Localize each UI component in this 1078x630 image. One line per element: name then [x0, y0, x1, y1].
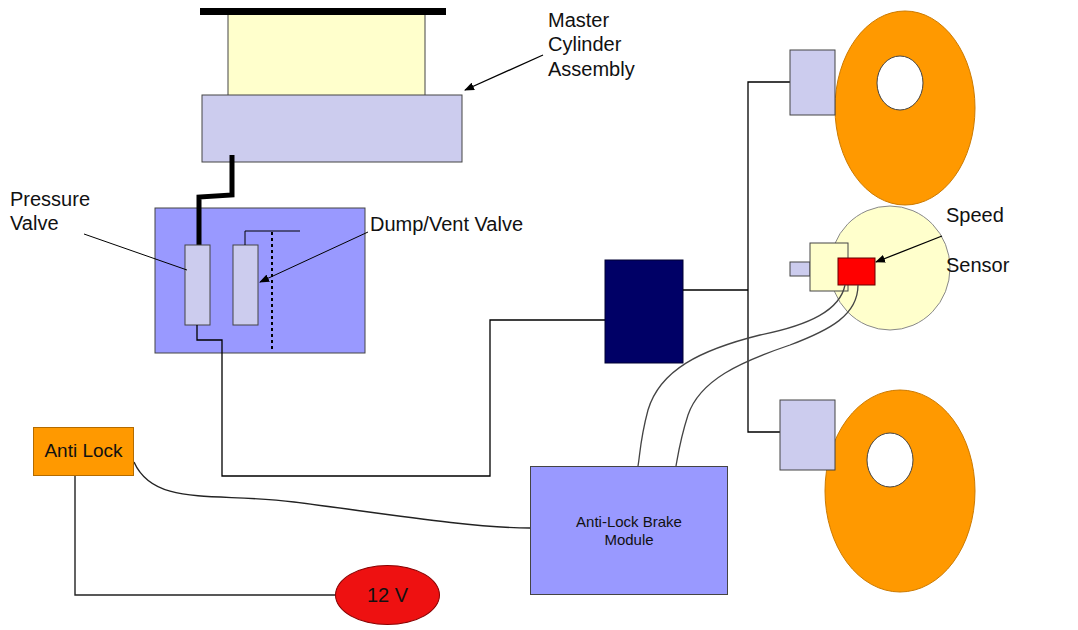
- switch-box: Anti Lock: [33, 427, 134, 476]
- brake-caliper: [780, 400, 835, 470]
- disc-hub: [877, 56, 923, 110]
- part-label: Dump/Vent Valve: [370, 212, 523, 236]
- brake-disc: [835, 11, 975, 205]
- hydraulic-line: [199, 155, 232, 247]
- valve-block: [155, 208, 365, 353]
- wire: [134, 462, 530, 528]
- reservoir-cap: [200, 8, 446, 15]
- leader-line: [84, 234, 187, 270]
- part-label: Sensor: [946, 253, 1009, 277]
- node-text: 12 V: [367, 583, 408, 607]
- sensor-mount: [790, 262, 810, 276]
- dump-valve: [233, 245, 258, 325]
- part-label: Pressure Valve: [10, 187, 100, 236]
- brake-disc: [825, 390, 975, 592]
- part-label: Master Cylinder Assembly: [548, 8, 658, 81]
- module-box: Anti-Lock Brake Module: [530, 466, 728, 595]
- leader-arrow: [260, 232, 368, 282]
- brake-line: [748, 82, 790, 432]
- sensor-wire: [676, 285, 858, 466]
- leader-arrow: [465, 55, 543, 90]
- node-text: Anti-Lock Brake Module: [564, 513, 694, 549]
- sensor-wire: [638, 285, 845, 466]
- pressure-valve: [185, 245, 210, 325]
- node-text: Anti Lock: [44, 440, 122, 463]
- brake-caliper: [790, 50, 835, 115]
- brake-line: [683, 289, 748, 290]
- leader-arrow: [876, 236, 942, 262]
- reservoir: [228, 14, 425, 96]
- disc-hub: [867, 433, 913, 487]
- distribution-block: [605, 260, 683, 363]
- part-label: Speed: [946, 203, 1004, 227]
- battery-circle: 12 V: [335, 565, 440, 625]
- wire: [75, 476, 335, 595]
- master-cylinder: [202, 95, 462, 162]
- dump-line: [245, 231, 300, 245]
- vent-line: [271, 232, 273, 352]
- speed-sensor: [838, 258, 875, 285]
- brake-line: [197, 320, 605, 476]
